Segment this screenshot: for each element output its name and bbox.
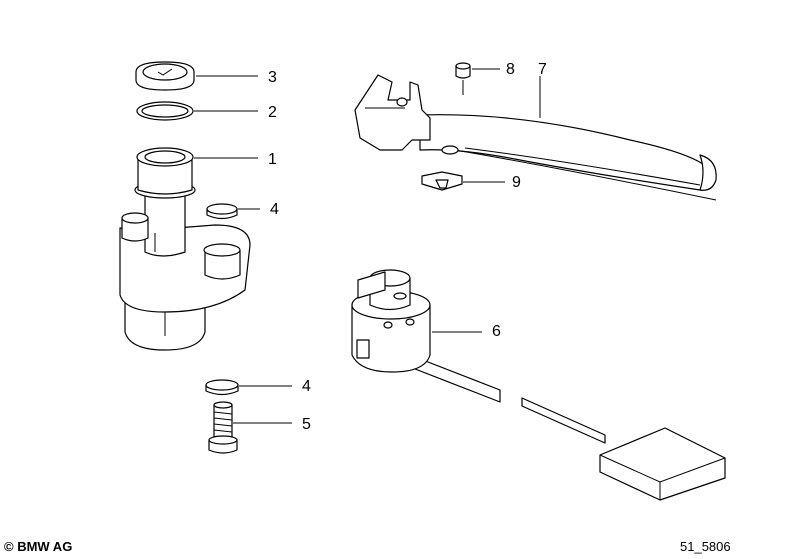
column-trim-part-7[interactable] bbox=[354, 74, 717, 201]
callout-9: 9 bbox=[512, 174, 521, 191]
ignition-switch-part-6[interactable] bbox=[351, 269, 726, 501]
callout-1: 1 bbox=[268, 151, 277, 168]
callout-6: 6 bbox=[492, 323, 501, 340]
clip-part-9[interactable] bbox=[421, 171, 463, 191]
washer-part-4-upper[interactable] bbox=[206, 203, 238, 220]
screw-part-8[interactable] bbox=[455, 62, 471, 95]
copyright-label: © BMW AG bbox=[4, 539, 73, 554]
figure-number: 51_5806 bbox=[680, 539, 731, 554]
bolt-part-5[interactable] bbox=[208, 401, 238, 454]
callout-8: 8 bbox=[506, 61, 515, 78]
callout-4-lower: 4 bbox=[302, 378, 311, 395]
cap-part-3[interactable] bbox=[135, 61, 195, 91]
callout-5: 5 bbox=[302, 416, 311, 433]
o-ring-part-2[interactable] bbox=[136, 101, 194, 121]
callout-7: 7 bbox=[538, 61, 547, 78]
callout-2: 2 bbox=[268, 104, 277, 121]
callout-4-upper: 4 bbox=[270, 201, 279, 218]
lock-body-part-1[interactable] bbox=[119, 147, 251, 351]
washer-part-4-lower[interactable] bbox=[205, 379, 239, 396]
callout-3: 3 bbox=[268, 69, 277, 86]
